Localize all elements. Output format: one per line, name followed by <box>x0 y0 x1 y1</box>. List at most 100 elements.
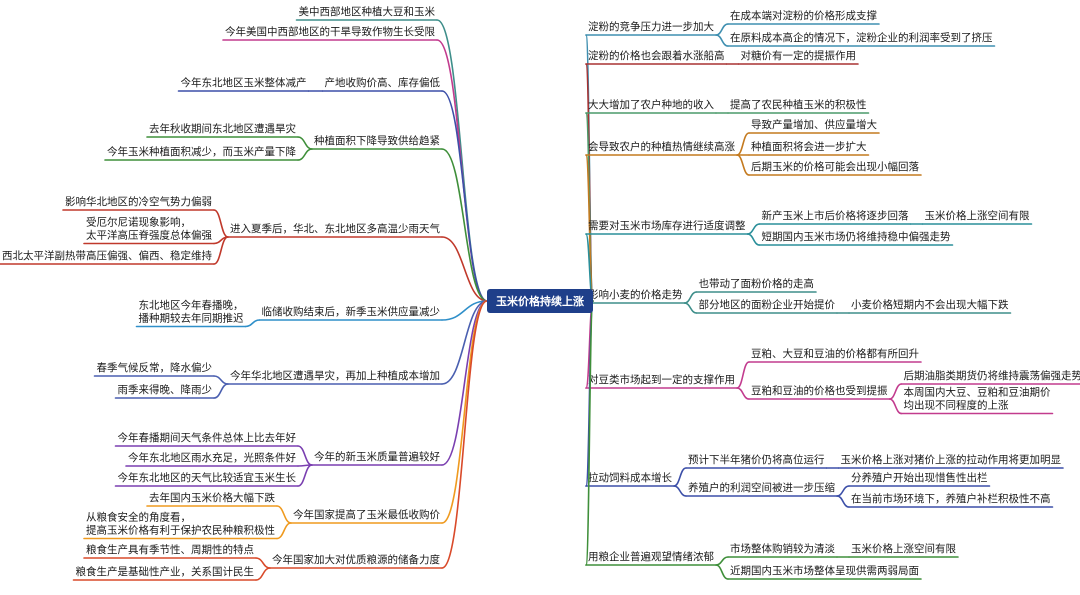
left-branch-4-child-2-link <box>213 236 229 265</box>
right-branch-7-grand-1: 在当前市场环境下，养殖户补栏积极性不高 <box>851 492 1051 505</box>
root-label: 玉米价格持续上涨 <box>496 294 584 308</box>
left-branch-5-child-0: 东北地区今年春播晚，播种期较去年同期推迟 <box>139 299 244 325</box>
right-branch-4-child-1-link <box>746 233 761 246</box>
right-branch-0-child-1-link <box>715 34 729 47</box>
left-branch-9-child-1: 粮食生产是基础性产业，关系国计民生 <box>76 565 255 578</box>
left-branch-2-child-0: 今年东北地区玉米整体减产 <box>181 76 307 89</box>
right-branch-7-child-0-link <box>673 467 687 487</box>
right-branch-5-child-1-link <box>683 302 698 314</box>
right-branch-6-grand-1-link <box>888 398 903 415</box>
right-branch-0-child-1: 在原料成本高企的情况下，淀粉企业的利润率受到了挤压 <box>730 31 993 44</box>
left-branch-6-child-0-link <box>213 375 229 385</box>
right-branch-7: 拉动饲料成本增长 <box>588 471 672 484</box>
left-branch-7-child-2-link <box>297 464 313 487</box>
right-branch-3-child-2-link <box>736 154 750 176</box>
left-branch-8-child-1-link <box>276 522 292 540</box>
left-branch-4-child-1: 受厄尔尼诺现象影响，太平洋高压脊强度总体偏强 <box>86 216 212 242</box>
left-branch-4: 进入夏季后，华北、东北地区多高温少雨天气 <box>230 222 440 235</box>
right-branch-2: 大大增加了农户种地的收入 <box>588 98 714 111</box>
left-branch-2: 产地收购价高、库存偏低 <box>325 76 441 89</box>
right-branch-1-child-0: 对糖价有一定的提振作用 <box>741 49 857 62</box>
left-branch-2-link <box>441 90 488 302</box>
right-branch-6-child-0: 豆粕、大豆和豆油的价格都有所回升 <box>751 347 919 360</box>
left-branch-6-child-1: 雨季来得晚、降雨少 <box>118 383 213 396</box>
left-branch-9-child-0: 粮食生产具有季节性、周期性的特点 <box>86 543 254 556</box>
right-branch-3: 会导致农户的种植热情继续高涨 <box>588 140 735 153</box>
right-branch-8-link <box>585 300 594 566</box>
right-branch-6-child-1: 豆粕和豆油的价格也受到提振 <box>751 384 888 397</box>
left-branch-3-child-1: 今年玉米种植面积减少，而玉米产量下降 <box>107 145 296 158</box>
root-node <box>487 289 593 313</box>
left-branch-7: 今年的新玉米质量普遍较好 <box>314 450 440 463</box>
right-branch-4-child-1: 短期国内玉米市场仍将维持稳中偏强走势 <box>762 230 951 243</box>
right-branch-6-grand-0-link <box>888 383 903 400</box>
right-branch-6: 对豆类市场起到一定的支撑作用 <box>588 373 735 386</box>
right-branch-6-grand-1: 本周国内大豆、豆粕和豆油期价均出现不同程度的上涨 <box>904 386 1051 412</box>
left-branch-6-link <box>441 300 488 385</box>
left-branch-7-child-2: 今年东北地区的天气比较适宜玉米生长 <box>118 471 297 484</box>
left-branch-6: 今年华北地区遭遇旱灾，再加上种植成本增加 <box>230 369 440 382</box>
left-branch-8-child-1: 从粮食安全的角度看，提高玉米价格有利于保护农民种粮积极性 <box>86 511 275 537</box>
right-branch-0: 淀粉的竞争压力进一步加大 <box>588 20 714 33</box>
right-branch-7-grand-0-link <box>836 485 850 497</box>
right-branch-3-child-1: 种植面积将会进一步扩大 <box>751 140 867 153</box>
left-branch-9-child-1-link <box>255 567 271 581</box>
left-branch-9-link <box>441 300 488 569</box>
right-branch-0-child-0-link <box>715 23 729 36</box>
left-branch-4-child-2: 西北太平洋副热带高压偏强、偏西、稳定维持 <box>2 249 212 262</box>
left-branch-3-child-1-link <box>297 148 313 161</box>
right-branch-1: 淀粉的价格也会跟着水涨船高 <box>588 49 725 62</box>
right-branch-3-child-0: 导致产量增加、供应量增大 <box>751 118 877 131</box>
left-branch-5-child-0-link <box>244 319 261 328</box>
right-branch-8-extra: 玉米价格上涨空间有限 <box>851 542 956 555</box>
left-branch-6-child-1-link <box>213 383 229 399</box>
right-branch-2-child-0: 提高了农民种植玉米的积极性 <box>730 98 867 111</box>
right-branch-5-child-0: 也带动了面粉价格的走高 <box>699 277 815 290</box>
right-branch-8-child-1: 近期国内玉米市场整体呈现供需两弱局面 <box>730 564 919 577</box>
right-branch-4-child-0-link <box>746 223 761 235</box>
right-branch-7-extra: 玉米价格上涨对猪价上涨的拉动作用将更加明显 <box>841 453 1062 466</box>
left-branch-4-child-0: 影响华北地区的冷空气势力偏弱 <box>65 195 212 208</box>
left-branch-0-link <box>436 19 488 302</box>
left-branch-6-child-0: 春季气候反常，降水偏少 <box>97 361 213 374</box>
left-branch-7-child-1: 今年东北地区雨水充足，光照条件好 <box>128 451 296 464</box>
left-branch-4-child-0-link <box>213 209 229 238</box>
left-branch-5: 临储收购结束后，新季玉米供应量减少 <box>262 305 441 318</box>
left-branch-7-child-0-link <box>297 445 313 466</box>
right-branch-3-child-2: 后期玉米的价格可能会出现小幅回落 <box>751 160 919 173</box>
left-branch-3: 种植面积下降导致供给趋紧 <box>314 134 440 147</box>
right-branch-0-child-0: 在成本端对淀粉的价格形成支撑 <box>730 9 877 22</box>
left-branch-8-child-0-link <box>276 505 292 524</box>
left-branch-9-child-0-link <box>255 557 271 569</box>
right-branch-7-grand-0: 分养殖户开始出现惜售性出栏 <box>851 471 988 484</box>
right-branch-5-extra: 小麦价格短期内不会出现大幅下跌 <box>851 298 1009 311</box>
right-branch-6-child-0-link <box>736 361 750 389</box>
left-branch-9: 今年国家加大对优质粮源的储备力度 <box>272 553 440 566</box>
left-branch-8: 今年国家提高了玉米最低收购价 <box>293 508 440 521</box>
right-branch-4-child-0: 新产玉米上市后价格将逐步回落 <box>762 209 909 222</box>
right-branch-4: 需要对玉米市场库存进行适度调整 <box>588 219 746 232</box>
right-branch-3-child-0-link <box>736 132 750 156</box>
right-branch-8: 用粮企业普遍观望情绪浓郁 <box>588 550 714 563</box>
right-branch-7-child-0: 预计下半年猪价仍将高位运行 <box>688 453 825 466</box>
right-branch-5-child-1: 部分地区的面粉企业开始提价 <box>699 298 836 311</box>
left-branch-5-link <box>441 300 488 321</box>
left-branch-1: 今年美国中西部地区的干旱导致作物生长受限 <box>225 25 435 38</box>
right-branch-6-child-1-link <box>736 387 750 400</box>
right-branch-7-child-1: 养殖户的利润空间被进一步压缩 <box>688 481 835 494</box>
left-branch-8-link <box>441 300 488 524</box>
right-branch-4-extra: 玉米价格上涨空间有限 <box>925 209 1030 222</box>
right-branch-8-child-1-link <box>715 564 729 580</box>
right-branch-5: 影响小麦的价格走势 <box>588 288 683 301</box>
left-branch-7-link <box>441 300 488 466</box>
right-branch-7-grand-1-link <box>836 495 850 508</box>
left-branch-4-link <box>441 236 488 302</box>
right-branch-5-child-0-link <box>683 291 698 304</box>
right-branch-7-child-1-link <box>673 485 687 497</box>
left-branch-3-child-0: 去年秋收期间东北地区遭遇旱灾 <box>149 122 296 135</box>
left-branch-3-link <box>441 148 488 302</box>
right-branch-8-child-0: 市场整体购销较为清淡 <box>730 542 835 555</box>
left-branch-0: 美中西部地区种植大豆和玉米 <box>299 5 436 18</box>
left-branch-3-child-0-link <box>297 136 313 150</box>
